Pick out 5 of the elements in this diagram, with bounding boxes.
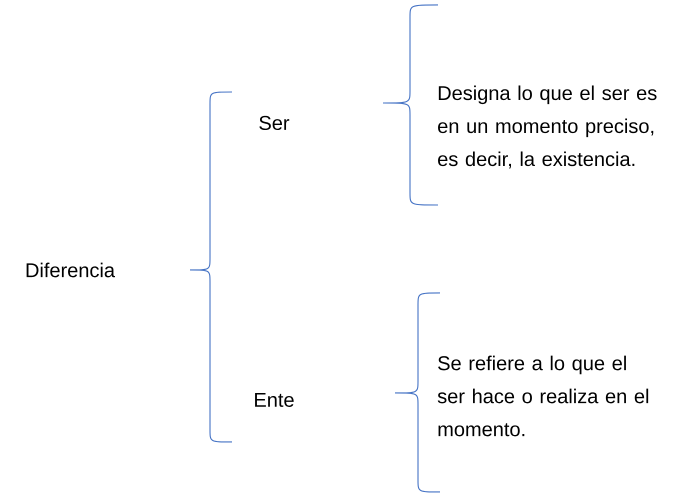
text-label: Ente	[255, 393, 294, 407]
text-label: Diferencia	[26, 262, 115, 278]
text-label: Designa lo que el ser es en un momento preciso, es decir, la existencia.	[438, 85, 657, 168]
text-label: Se refiere a lo que el ser hace o realiza en el momento.	[438, 356, 648, 436]
text-label: Ser	[259, 116, 290, 130]
